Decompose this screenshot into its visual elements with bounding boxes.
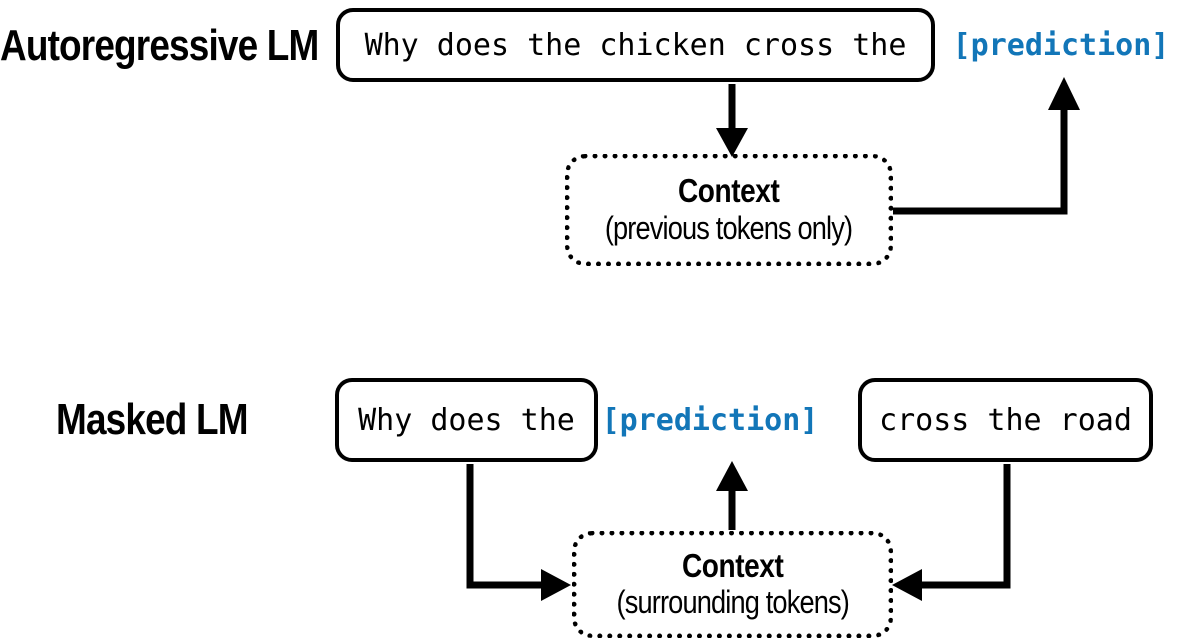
masked-left-sentence-text: Why does the [358, 402, 575, 438]
masked-right-sentence-text: cross the road [879, 402, 1132, 438]
masked-prediction-token: [prediction] [598, 378, 822, 462]
autoregressive-prediction-token: [prediction] [944, 8, 1178, 82]
masked-context-title: Context [681, 546, 784, 584]
autoregressive-context-box: Context (previous tokens only) [565, 154, 893, 266]
arrow-right-sentence-to-context [892, 464, 1011, 601]
autoregressive-sentence-text: Why does the chicken cross the [364, 27, 907, 63]
autoregressive-sentence-box: Why does the chicken cross the [336, 8, 935, 82]
autoregressive-lm-label: Autoregressive LM [0, 8, 332, 84]
autoregressive-context-title: Context [678, 172, 780, 210]
autoregressive-prediction-text: [prediction] [952, 27, 1170, 63]
arrow-context-to-prediction-top [893, 77, 1080, 215]
masked-right-sentence-box: cross the road [858, 378, 1153, 462]
masked-context-subtitle: (surrounding tokens) [616, 584, 849, 621]
arrow-left-sentence-to-context [466, 464, 571, 601]
masked-prediction-text: [prediction] [601, 402, 819, 438]
arrow-sentence-to-context-top [716, 84, 748, 157]
masked-left-sentence-box: Why does the [335, 378, 598, 462]
masked-lm-label-text: Masked LM [56, 395, 249, 444]
masked-context-box: Context (surrounding tokens) [572, 531, 893, 638]
autoregressive-lm-label-text: Autoregressive LM [0, 21, 319, 70]
masked-lm-label: Masked LM [56, 380, 336, 460]
autoregressive-context-subtitle: (previous tokens only) [605, 209, 853, 246]
arrow-context-to-prediction-bottom [716, 461, 748, 530]
